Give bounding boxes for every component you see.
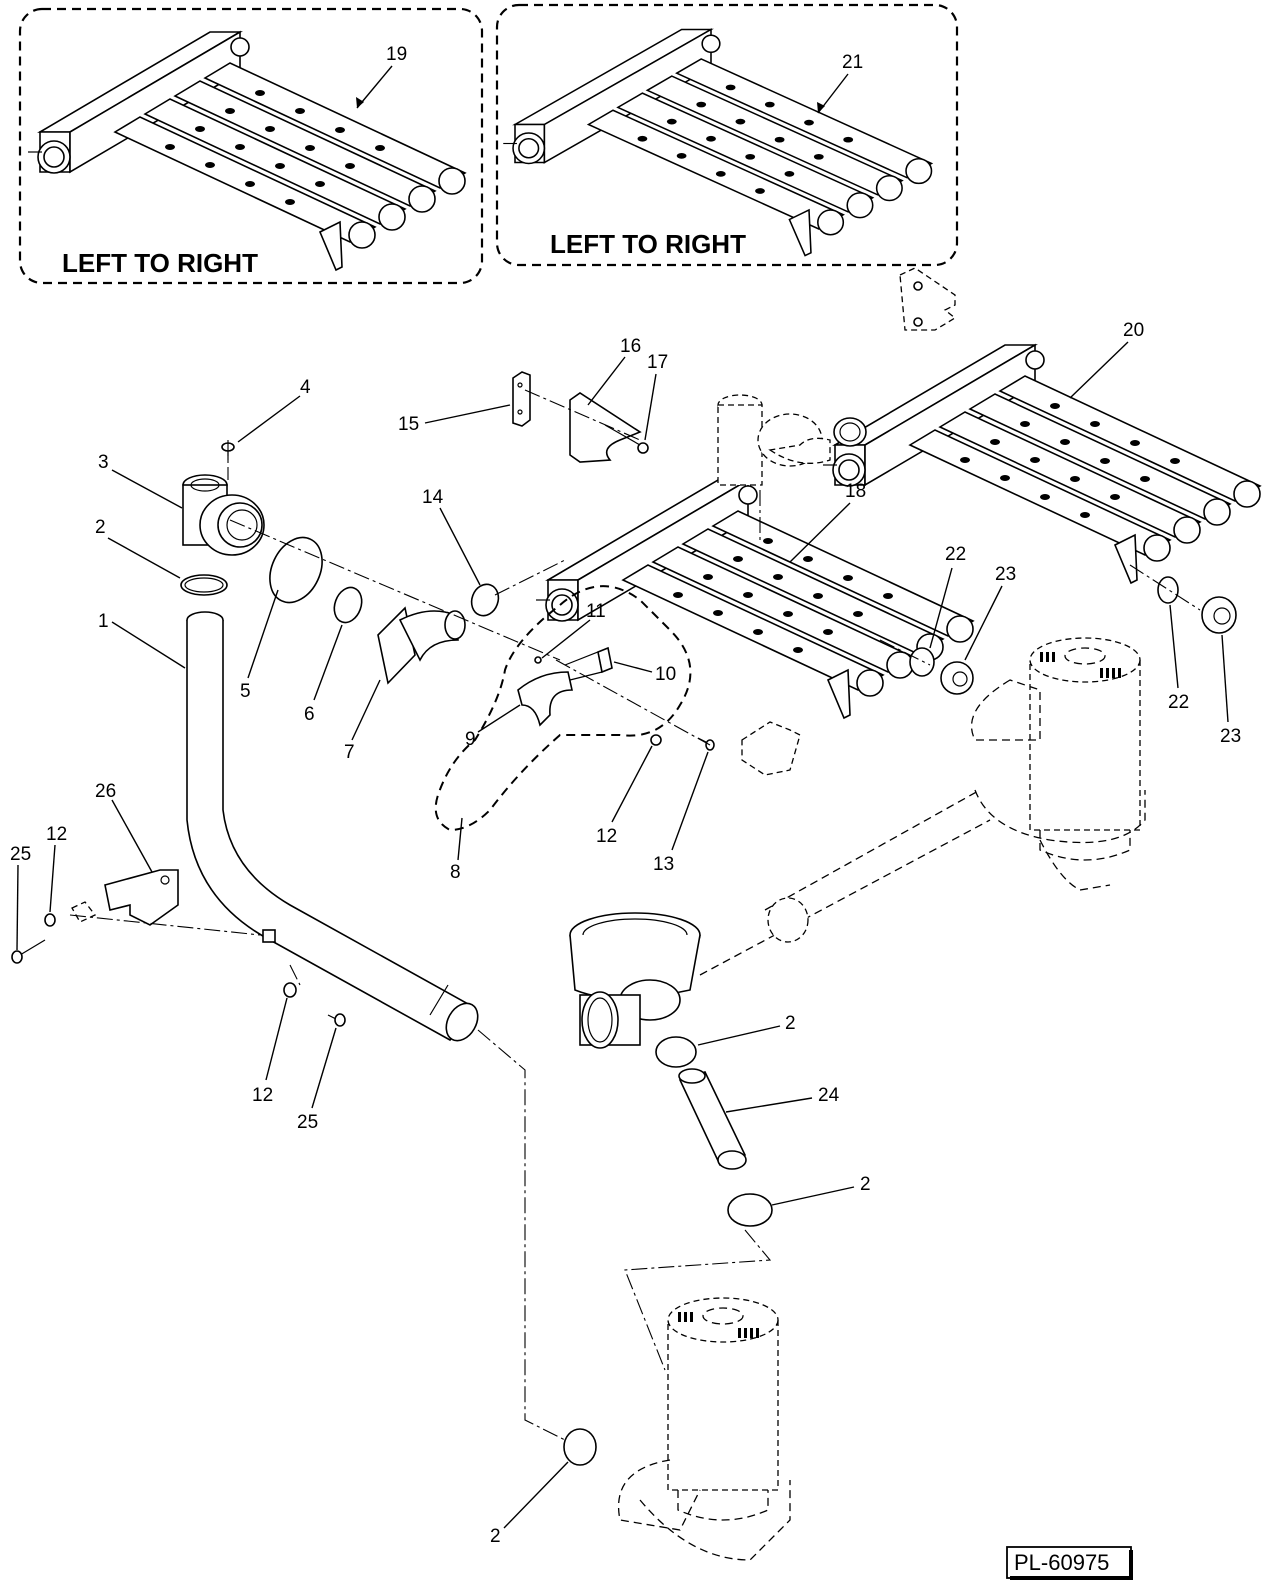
cap-23-b (1201, 596, 1237, 634)
callout-12-a: 12 (596, 826, 617, 847)
o-ring-22-a (909, 647, 935, 677)
callout-12-c: 12 (252, 1085, 273, 1106)
callout-4: 4 (300, 377, 311, 398)
nut-17 (637, 442, 649, 454)
callout-1: 1 (98, 611, 109, 632)
elbow-7 (377, 606, 466, 685)
part-list-number-box: PL-60975 (1006, 1546, 1133, 1580)
washer-12-lower (283, 982, 297, 998)
inset-right-caption: LEFT TO RIGHT (550, 229, 746, 259)
o-ring-2-d (563, 1428, 597, 1466)
callout-18: 18 (845, 481, 866, 502)
callout-8: 8 (450, 862, 461, 883)
inset-left-caption: LEFT TO RIGHT (62, 248, 258, 278)
bracket-dashed-mid (741, 721, 801, 776)
pin-11 (534, 656, 542, 664)
callout-25-b: 25 (297, 1112, 318, 1133)
pump-housing (569, 912, 701, 1049)
bracket-16 (569, 392, 642, 463)
callout-13: 13 (653, 854, 674, 875)
bolt-25-left (11, 939, 46, 964)
callout-22-b: 22 (1168, 692, 1189, 713)
bolt-25-lower (327, 1013, 346, 1027)
o-ring-2-b (655, 1036, 697, 1068)
coupling-24 (678, 1068, 747, 1170)
bracket-15 (512, 371, 531, 427)
callout-14: 14 (422, 487, 444, 508)
callout-19: 19 (386, 44, 407, 65)
callout-3: 3 (98, 452, 109, 473)
part-list-number: PL-60975 (1014, 1550, 1109, 1575)
pipe-1 (186, 611, 479, 1042)
o-ring-22-b (1157, 576, 1179, 604)
manifold-20 (822, 344, 1261, 584)
callout-2-a: 2 (95, 517, 106, 538)
o-ring-5 (269, 536, 323, 604)
manifold-21 (502, 28, 933, 257)
dashed-tee-fitting (717, 394, 867, 486)
nut-12-mid (650, 734, 662, 746)
callout-15: 15 (398, 414, 419, 435)
callout-2-d: 2 (490, 1526, 501, 1547)
bracket-dashed-top (899, 267, 957, 331)
callout-7: 7 (344, 742, 355, 763)
callout-21: 21 (842, 52, 863, 73)
callout-labels: 1 2 3 4 5 6 7 8 9 10 11 12 13 14 15 16 1… (10, 320, 1241, 1547)
callout-17: 17 (647, 352, 668, 373)
callout-11: 11 (586, 601, 606, 622)
callout-12-b: 12 (46, 824, 67, 845)
tee-fitting-3 (182, 474, 265, 556)
manifold-19 (27, 31, 466, 271)
callout-9: 9 (465, 729, 476, 750)
callout-5: 5 (240, 681, 251, 702)
callout-26: 26 (95, 781, 116, 802)
manifold-18 (535, 479, 974, 719)
callout-25-a: 25 (10, 844, 31, 865)
dashed-group-8 (434, 585, 692, 832)
callout-24: 24 (818, 1085, 840, 1106)
coupling-dashed (767, 897, 809, 943)
pump-motor-upper (1029, 637, 1141, 861)
inset-right-box (495, 3, 959, 267)
o-ring-2-c (727, 1193, 773, 1227)
washer-12-left (44, 913, 56, 927)
callout-10: 10 (655, 664, 676, 685)
callout-23-a: 23 (995, 564, 1016, 585)
bracket-26 (104, 869, 179, 926)
bracket-9 (517, 671, 573, 727)
callout-2-c: 2 (860, 1174, 871, 1195)
leader-19 (356, 65, 393, 109)
callout-23-b: 23 (1220, 726, 1241, 747)
pump-motor-lower (667, 1297, 779, 1521)
cap-23-a (940, 661, 974, 695)
callout-2-b: 2 (785, 1013, 796, 1034)
o-ring-14 (470, 583, 500, 617)
callout-16: 16 (620, 336, 641, 357)
o-ring-6 (333, 586, 363, 624)
callout-6: 6 (304, 704, 315, 725)
callout-20: 20 (1123, 320, 1144, 341)
callout-22-a: 22 (945, 544, 966, 565)
